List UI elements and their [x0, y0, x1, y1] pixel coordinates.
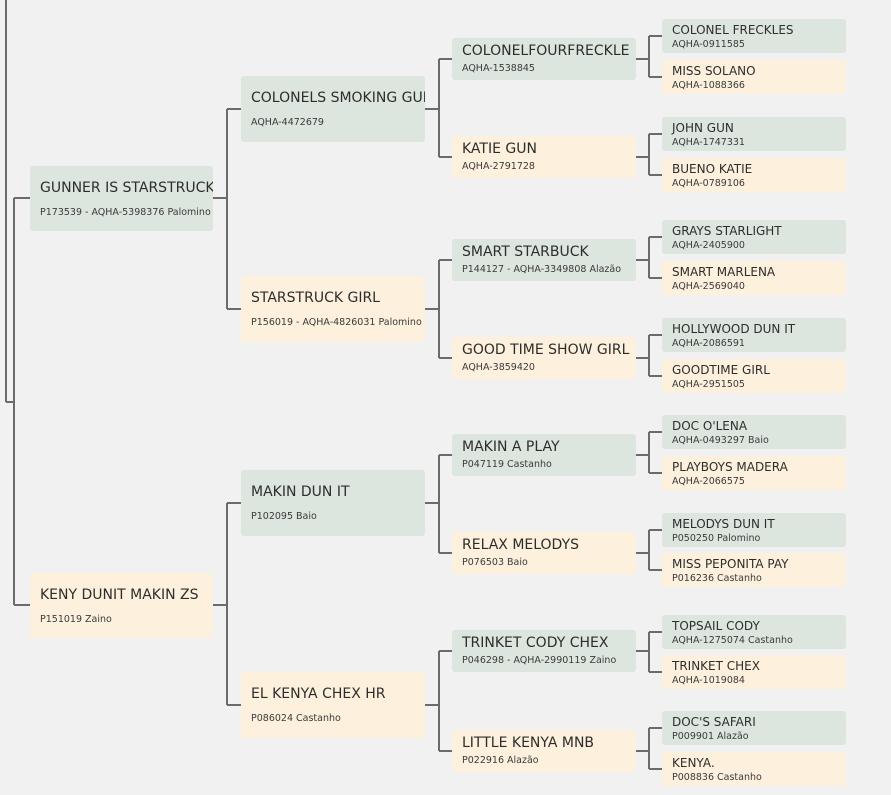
horse-registration: P102095 Baio [251, 511, 317, 522]
horse-name: MISS PEPONITA PAY [672, 557, 789, 571]
horse-card-john-gun[interactable]: JOHN GUN AQHA-1747331 [662, 117, 846, 151]
horse-card-bueno-katie[interactable]: BUENO KATIE AQHA-0789106 [662, 158, 846, 192]
horse-name: MAKIN A PLAY [462, 439, 560, 455]
horse-name: PLAYBOYS MADERA [672, 460, 788, 474]
horse-name: TOPSAIL CODY [672, 619, 760, 633]
horse-registration: P144127 - AQHA-3349808 Alazão [462, 264, 622, 275]
horse-card-colonelfourfreckle[interactable]: COLONELFOURFRECKLE AQHA-1538845 [452, 38, 636, 80]
horse-card-gunner-is-starstruck[interactable]: GUNNER IS STARSTRUCK P173539 - AQHA-53983… [30, 165, 213, 231]
horse-registration: AQHA-2791728 [462, 161, 535, 172]
horse-card-el-kenya-chex-hr[interactable]: EL KENYA CHEX HR P086024 Castanho [241, 672, 425, 738]
horse-card-melodys-dun-it[interactable]: MELODYS DUN IT P050250 Palomino [662, 513, 846, 547]
horse-registration: AQHA-2569040 [672, 281, 745, 292]
horse-registration: AQHA-4472679 [251, 117, 324, 128]
horse-card-colonel-freckles[interactable]: COLONEL FRECKLES AQHA-0911585 [662, 19, 846, 53]
horse-card-makin-a-play[interactable]: MAKIN A PLAY P047119 Castanho [452, 434, 636, 476]
horse-card-doc-s-safari[interactable]: DOC'S SAFARI P009901 Alazão [662, 711, 846, 745]
horse-name: EL KENYA CHEX HR [251, 686, 386, 702]
horse-registration: P076503 Baio [462, 557, 528, 568]
horse-name: DOC'S SAFARI [672, 715, 756, 729]
horse-name: BUENO KATIE [672, 162, 753, 176]
horse-name: COLONELS SMOKING GUN [251, 90, 425, 106]
horse-card-goodtime-girl[interactable]: GOODTIME GIRL AQHA-2951505 [662, 359, 846, 393]
horse-card-katie-gun[interactable]: KATIE GUN AQHA-2791728 [452, 136, 636, 178]
horse-card-trinket-cody-chex[interactable]: TRINKET CODY CHEX P046298 - AQHA-2990119 … [452, 630, 636, 672]
horse-registration: AQHA-1275074 Castanho [672, 635, 793, 646]
horse-name: MISS SOLANO [672, 64, 756, 78]
horse-registration: AQHA-2086591 [672, 338, 745, 349]
horse-card-starstruck-girl[interactable]: STARSTRUCK GIRL P156019 - AQHA-4826031 Pa… [241, 276, 425, 342]
horse-registration: P173539 - AQHA-5398376 Palomino [40, 206, 211, 218]
horse-name: SMART STARBUCK [462, 244, 589, 260]
horse-card-relax-melodys[interactable]: RELAX MELODYS P076503 Baio [452, 532, 636, 574]
horse-card-topsail-cody[interactable]: TOPSAIL CODY AQHA-1275074 Castanho [662, 615, 846, 649]
horse-name: COLONELFOURFRECKLE [462, 43, 630, 59]
horse-name: GOODTIME GIRL [672, 363, 770, 377]
horse-card-good-time-show-girl[interactable]: GOOD TIME SHOW GIRL AQHA-3859420 [452, 337, 636, 379]
horse-card-smart-marlena[interactable]: SMART MARLENA AQHA-2569040 [662, 261, 846, 295]
horse-registration: P008836 Castanho [672, 772, 762, 783]
horse-name: GOOD TIME SHOW GIRL [462, 342, 630, 358]
horse-name: MELODYS DUN IT [672, 517, 775, 531]
horse-name: COLONEL FRECKLES [672, 23, 794, 37]
horse-card-doc-o-lena[interactable]: DOC O'LENA AQHA-0493297 Baio [662, 415, 846, 449]
horse-name: KENY DUNIT MAKIN ZS [40, 586, 199, 603]
horse-card-trinket-chex[interactable]: TRINKET CHEX AQHA-1019084 [662, 655, 846, 689]
horse-card-kenya[interactable]: KENYA. P008836 Castanho [662, 752, 846, 786]
horse-name: KENYA. [672, 756, 715, 770]
horse-registration: AQHA-2951505 [672, 379, 745, 390]
horse-card-smart-starbuck[interactable]: SMART STARBUCK P144127 - AQHA-3349808 Ala… [452, 239, 636, 281]
horse-registration: P016236 Castanho [672, 573, 762, 584]
horse-card-miss-solano[interactable]: MISS SOLANO AQHA-1088366 [662, 60, 846, 94]
horse-registration: AQHA-0911585 [672, 39, 745, 50]
horse-name: GRAYS STARLIGHT [672, 224, 782, 238]
horse-name: TRINKET CHEX [672, 659, 760, 673]
horse-name: MAKIN DUN IT [251, 484, 350, 500]
horse-name: DOC O'LENA [672, 419, 748, 433]
horse-registration: AQHA-0493297 Baio [672, 435, 769, 446]
horse-name: TRINKET CODY CHEX [462, 635, 609, 651]
horse-name: LITTLE KENYA MNB [462, 735, 595, 751]
horse-registration: P151019 Zaino [40, 613, 112, 625]
horse-name: SMART MARLENA [672, 265, 776, 279]
horse-registration: AQHA-0789106 [672, 178, 745, 189]
horse-registration: AQHA-1747331 [672, 137, 745, 148]
horse-card-miss-peponita-pay[interactable]: MISS PEPONITA PAY P016236 Castanho [662, 553, 846, 587]
horse-registration: P046298 - AQHA-2990119 Zaino [462, 655, 617, 666]
horse-registration: AQHA-1538845 [462, 63, 535, 74]
horse-registration: P156019 - AQHA-4826031 Palomino [251, 317, 422, 328]
horse-card-colonels-smoking-gun[interactable]: COLONELS SMOKING GUN AQHA-4472679 [241, 76, 425, 142]
horse-card-grays-starlight[interactable]: GRAYS STARLIGHT AQHA-2405900 [662, 220, 846, 254]
horse-name: RELAX MELODYS [462, 537, 580, 553]
horse-name: JOHN GUN [672, 121, 734, 135]
horse-card-makin-dun-it[interactable]: MAKIN DUN IT P102095 Baio [241, 470, 425, 536]
horse-registration: P047119 Castanho [462, 459, 552, 470]
horse-name: KATIE GUN [462, 141, 537, 157]
horse-registration: P009901 Alazão [672, 731, 749, 742]
horse-card-playboys-madera[interactable]: PLAYBOYS MADERA AQHA-2066575 [662, 456, 846, 490]
horse-card-little-kenya-mnb[interactable]: LITTLE KENYA MNB P022916 Alazão [452, 730, 636, 772]
horse-name: HOLLYWOOD DUN IT [672, 322, 796, 336]
horse-card-hollywood-dun-it[interactable]: HOLLYWOOD DUN IT AQHA-2086591 [662, 318, 846, 352]
horse-registration: P022916 Alazão [462, 755, 539, 766]
horse-card-keny-dunit-makin-zs[interactable]: KENY DUNIT MAKIN ZS P151019 Zaino [30, 572, 213, 638]
horse-registration: AQHA-2066575 [672, 476, 745, 487]
horse-name: STARSTRUCK GIRL [251, 290, 380, 306]
horse-registration: P086024 Castanho [251, 713, 341, 724]
horse-registration: P050250 Palomino [672, 533, 761, 544]
horse-registration: AQHA-2405900 [672, 240, 745, 251]
horse-registration: AQHA-1088366 [672, 80, 745, 91]
horse-registration: AQHA-1019084 [672, 675, 745, 686]
horse-name: GUNNER IS STARSTRUCK [40, 179, 213, 196]
horse-registration: AQHA-3859420 [462, 362, 535, 373]
